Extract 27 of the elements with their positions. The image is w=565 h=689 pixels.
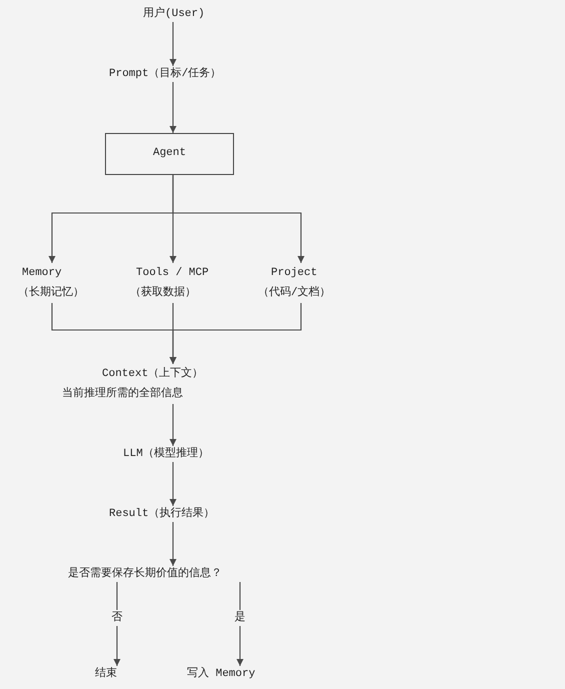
arrow — [172, 175, 304, 263]
step-text: Context（上下文） — [102, 366, 204, 382]
component-name: Memory — [22, 266, 63, 281]
outcome-text: 结束 — [95, 666, 117, 682]
step-text: 用户(User) — [143, 6, 205, 22]
arrow — [170, 82, 176, 133]
component-description: （代码/文档） — [258, 284, 331, 301]
step-text: Prompt（目标/任务） — [109, 66, 222, 82]
arrow — [170, 522, 176, 566]
step-description: 当前推理所需的全部信息 — [62, 386, 184, 402]
arrow — [170, 22, 176, 66]
arrow — [236, 582, 244, 666]
component-name: Tools / MCP — [136, 266, 209, 281]
component-name: Project — [271, 266, 318, 281]
process-box: Agent — [105, 133, 234, 175]
arrow — [170, 462, 176, 506]
outcome-text: 写入 Memory — [187, 666, 256, 682]
arrow — [114, 582, 120, 666]
step-text: Result（执行结果） — [109, 506, 215, 522]
question-text: 是否需要保存长期价值的信息？ — [68, 566, 254, 582]
edge-label: 否 — [110, 610, 124, 626]
component-description: （长期记忆） — [18, 285, 84, 301]
arrow — [170, 404, 176, 446]
step-text: LLM（模型推理） — [123, 446, 209, 462]
edge-label: 是 — [232, 610, 248, 626]
arrow — [170, 303, 302, 364]
component-description: （获取数据） — [130, 285, 197, 301]
